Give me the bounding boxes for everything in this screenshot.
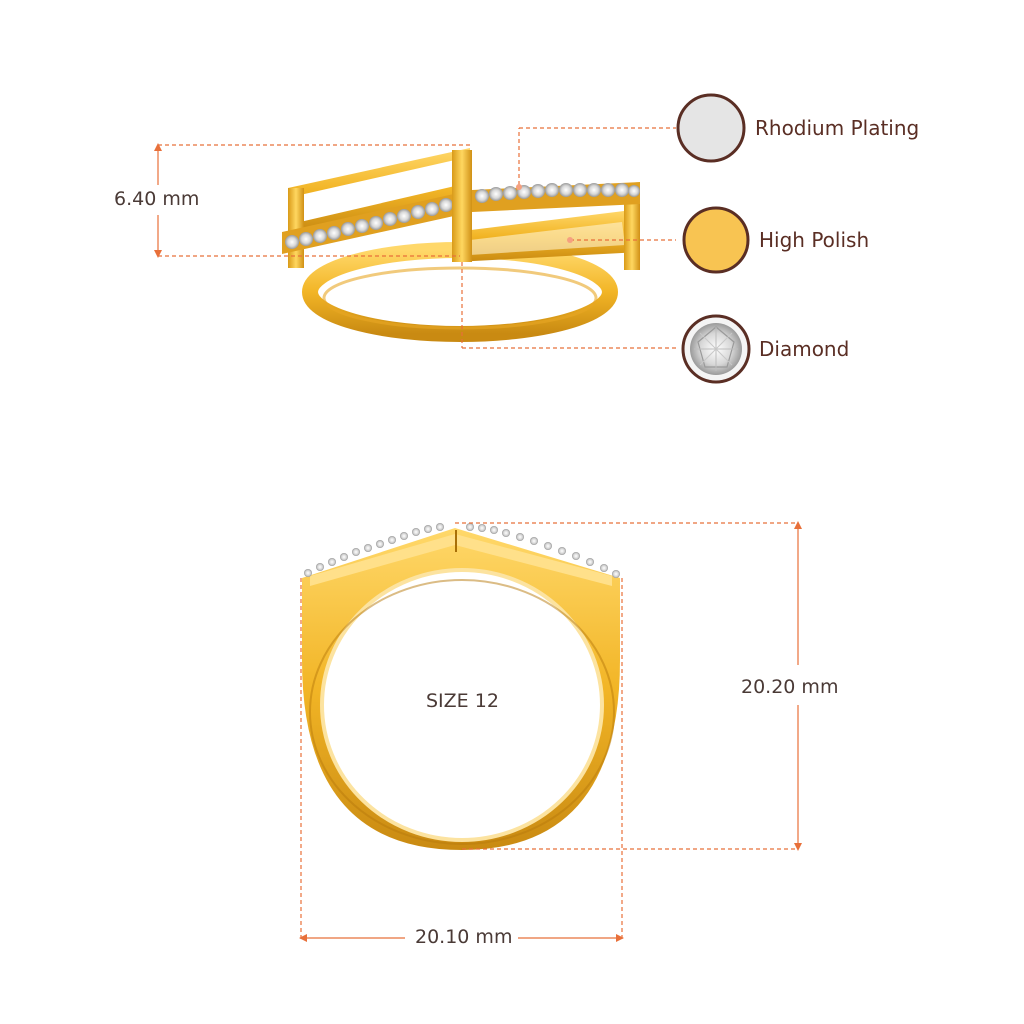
- legend-high-polish-label: High Polish: [759, 228, 870, 252]
- diamond-row-top: [285, 183, 640, 249]
- diamond-swatch-icon: [681, 314, 751, 384]
- high-polish-swatch-icon: [682, 206, 750, 274]
- dimension-arrows-top: [154, 143, 573, 258]
- dimension-lines-top: [157, 127, 676, 349]
- ring-top-view: [282, 148, 640, 342]
- ring-front-view: [302, 523, 620, 850]
- dimension-lines-front: [300, 522, 799, 940]
- legend-swatches: [676, 93, 751, 384]
- height-dimension-top-label: 6.40 mm: [114, 188, 200, 210]
- height-dimension-front-label: 20.20 mm: [741, 676, 839, 698]
- legend-diamond-label: Diamond: [759, 337, 850, 361]
- dimension-arrows-front: [299, 521, 802, 942]
- legend-rhodium-label: Rhodium Plating: [755, 116, 920, 140]
- diamond-row-front: [304, 523, 620, 578]
- width-dimension-front-label: 20.10 mm: [415, 926, 513, 948]
- rhodium-swatch-icon: [676, 93, 746, 163]
- ring-size-label: SIZE 12: [426, 690, 499, 712]
